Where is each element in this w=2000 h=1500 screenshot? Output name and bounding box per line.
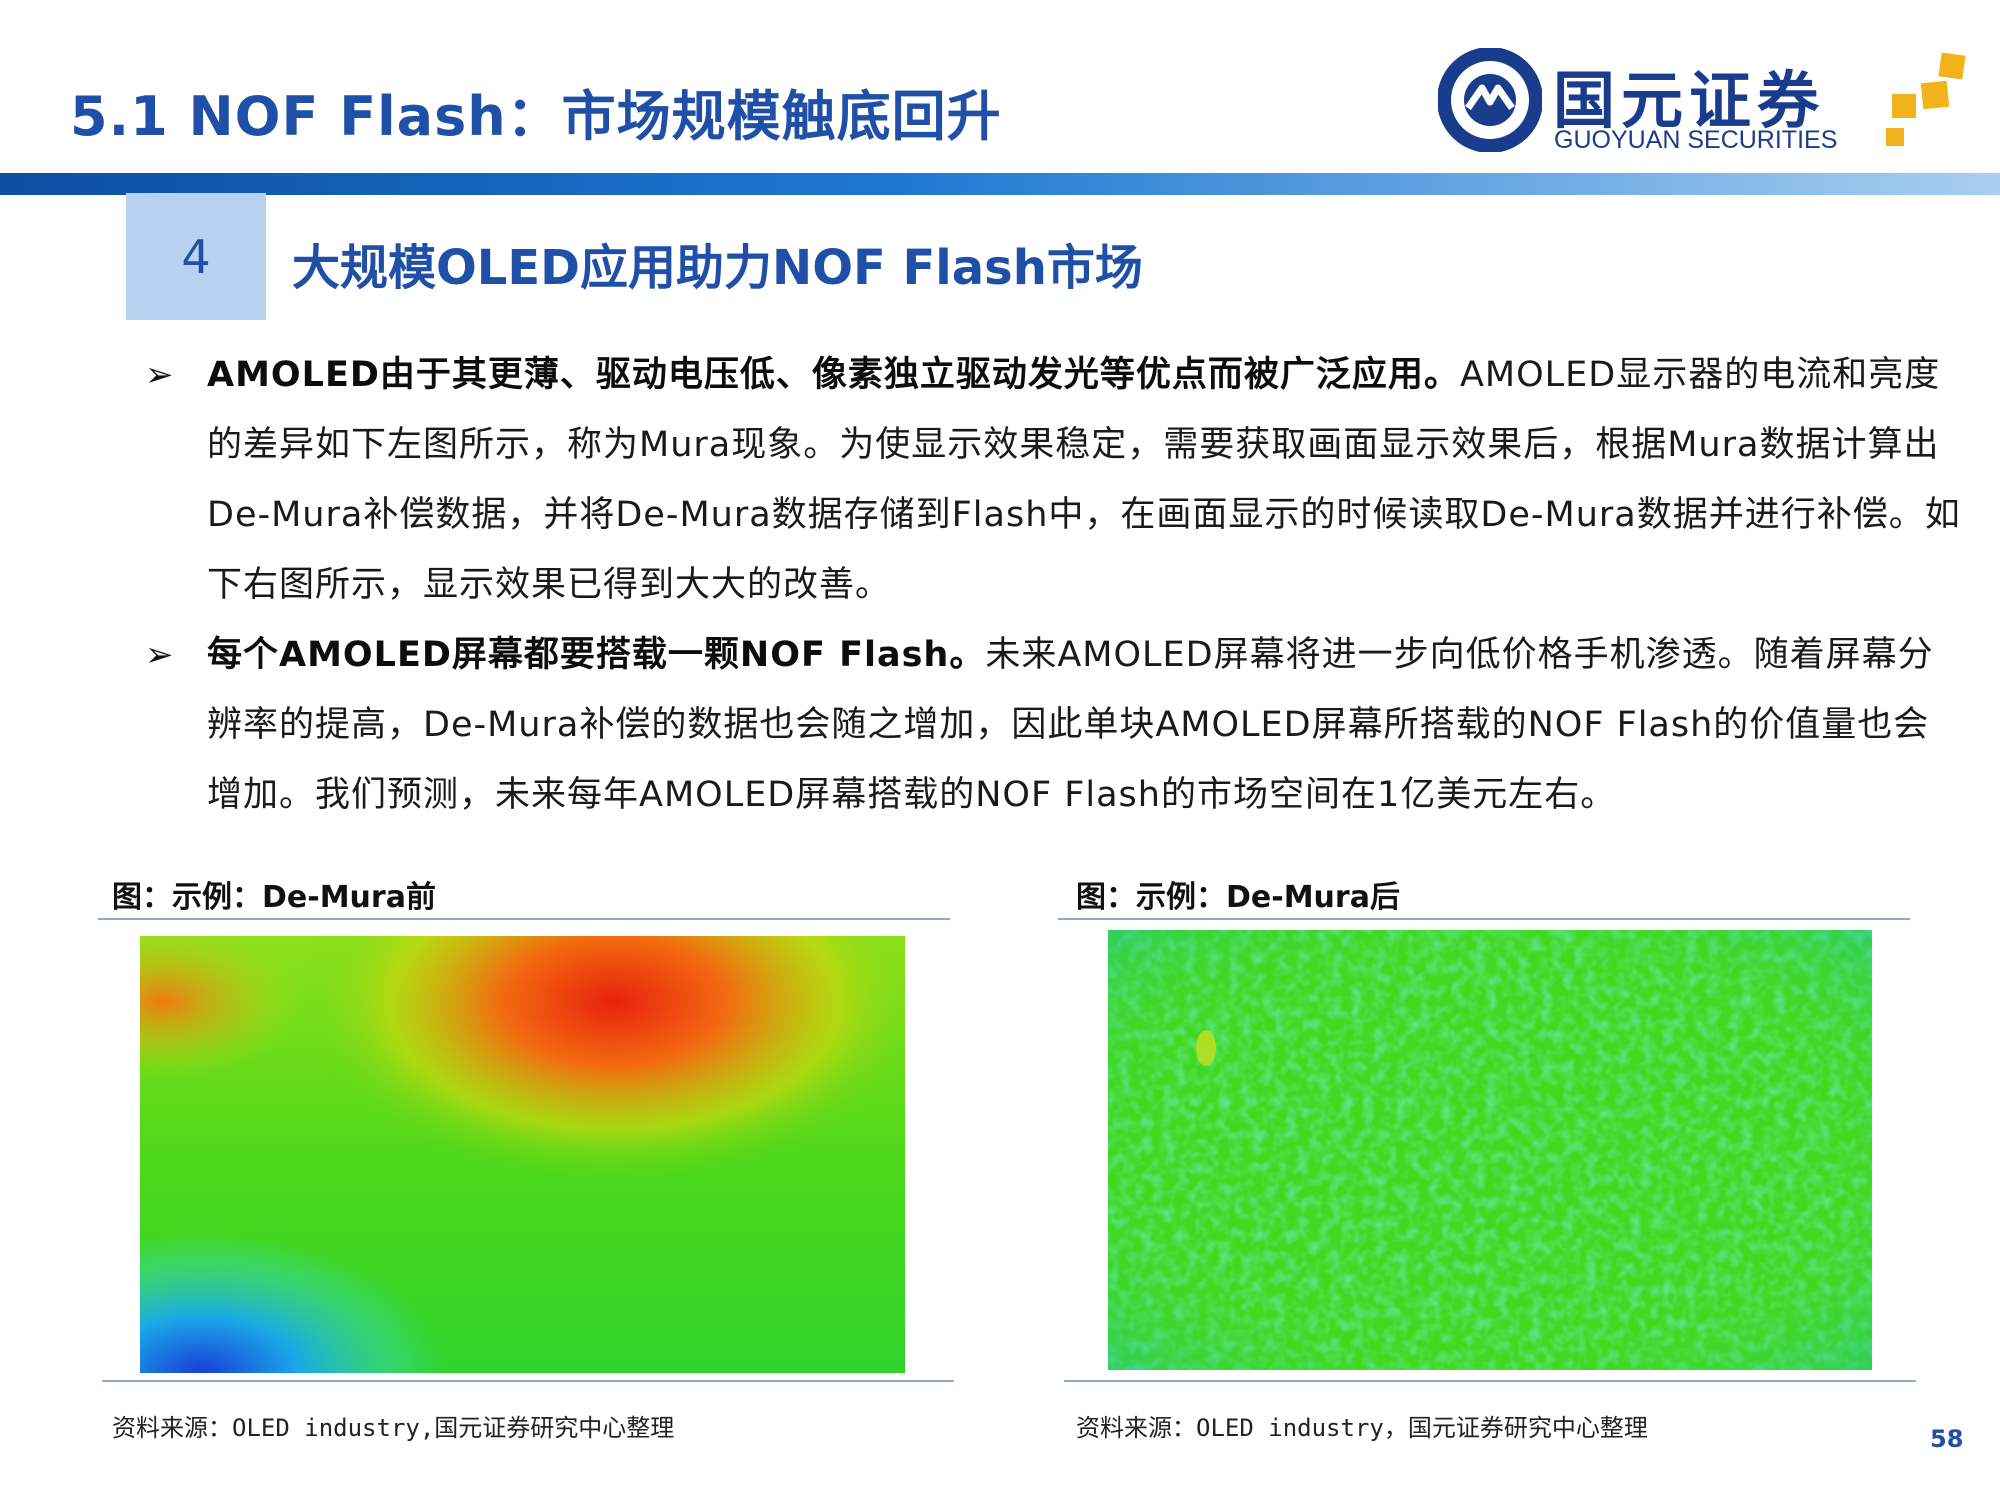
section-number-box: 4 [126, 193, 266, 320]
figure-caption-left: 图：示例：De-Mura前 [112, 880, 436, 915]
guoyuan-logo-icon [1438, 48, 1542, 152]
bullet-bold-lead: 每个AMOLED屏幕都要搭载一颗NOF Flash。 [207, 635, 986, 675]
company-logo: 国元证券 GUOYUAN SECURITIES [1438, 48, 1978, 158]
bullet-item: ➢ 每个AMOLED屏幕都要搭载一颗NOF Flash。未来AMOLED屏幕将进… [145, 620, 1965, 830]
logo-english-text: GUOYUAN SECURITIES [1554, 126, 1838, 154]
bullet-item: ➢ AMOLED由于其更薄、驱动电压低、像素独立驱动发光等优点而被广泛应用。AM… [145, 340, 1965, 620]
page-number: 58 [1930, 1425, 1964, 1453]
logo-chinese-text: 国元证券 [1553, 64, 1826, 137]
figure-source-right: 资料来源：OLED industry，国元证券研究中心整理 [1076, 1414, 1648, 1442]
page-title: 5.1 NOF Flash：市场规模触底回升 [70, 85, 1002, 148]
figure-bottom-rule-left [102, 1380, 954, 1382]
figure-top-rule-right [1058, 918, 1910, 920]
bullet-bold-lead: AMOLED由于其更薄、驱动电压低、像素独立驱动发光等优点而被广泛应用。 [207, 355, 1460, 395]
bullet-list: ➢ AMOLED由于其更薄、驱动电压低、像素独立驱动发光等优点而被广泛应用。AM… [145, 340, 1965, 830]
demura-after-heatmap-image [1108, 930, 1872, 1370]
figure-top-rule-left [98, 918, 950, 920]
section-number: 4 [181, 229, 211, 284]
header-divider-bar [0, 173, 2000, 195]
figure-bottom-rule-right [1064, 1380, 1916, 1382]
arrow-bullet-icon: ➢ [145, 635, 175, 675]
figure-caption-right: 图：示例：De-Mura后 [1076, 880, 1400, 915]
bullet-body-text: 未来AMOLED屏幕将进一步向低价格手机渗透。随着屏幕分辨率的提高，De-Mur… [207, 635, 1934, 815]
demura-before-heatmap-image [140, 936, 905, 1373]
arrow-bullet-icon: ➢ [145, 355, 175, 395]
logo-decoration-squares-icon [1886, 52, 1966, 146]
bullet-body-text: AMOLED显示器的电流和亮度的差异如下左图所示，称为Mura现象。为使显示效果… [207, 355, 1961, 605]
figure-source-left: 资料来源：OLED industry,国元证券研究中心整理 [112, 1414, 675, 1442]
section-title: 大规模OLED应用助力NOF Flash市场 [292, 240, 1143, 296]
